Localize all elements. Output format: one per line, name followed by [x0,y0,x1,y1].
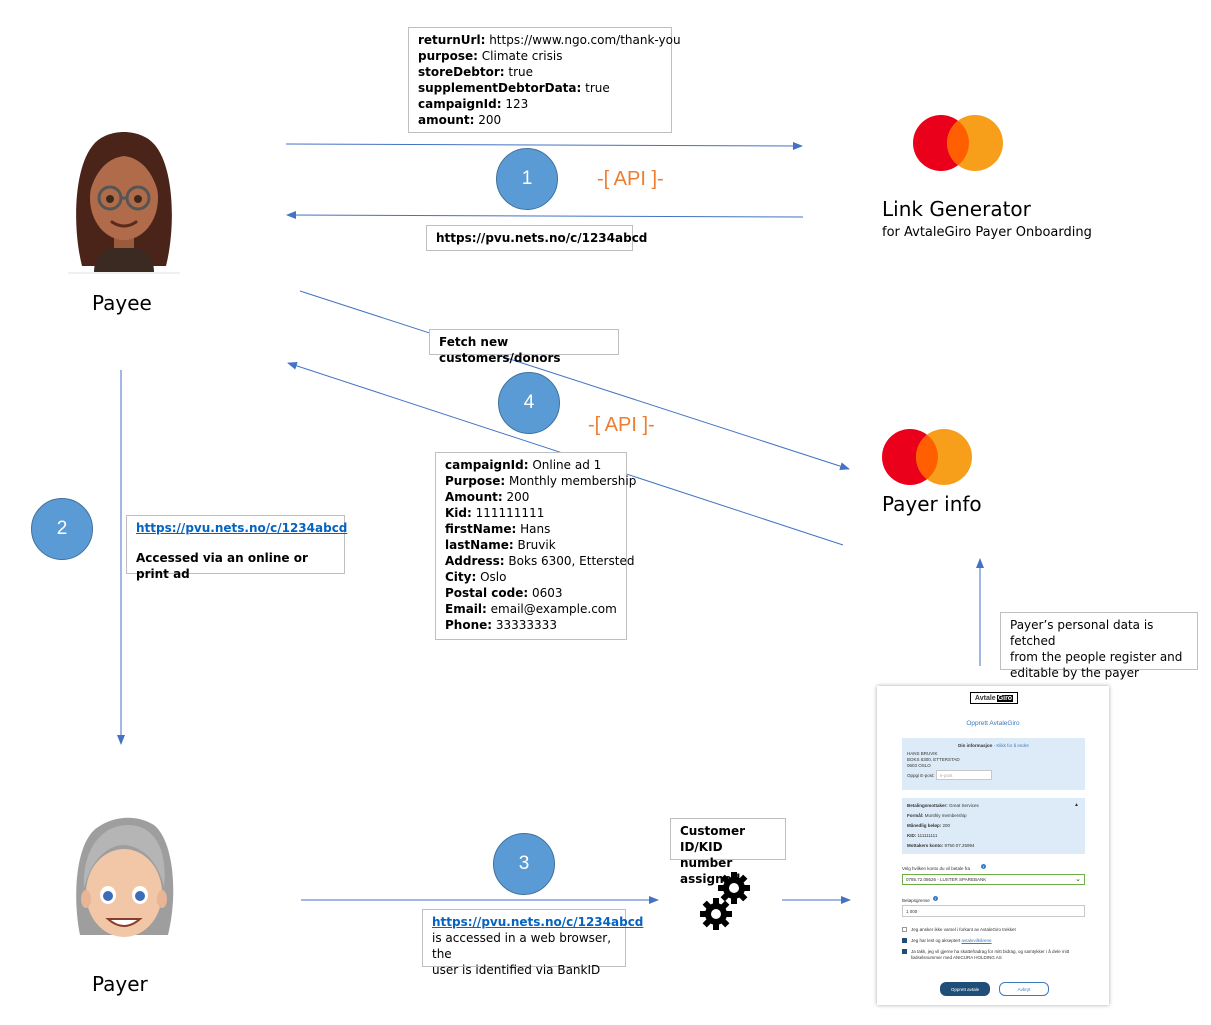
info-name: HANS BRUVIK [907,751,938,756]
form-title: Opprett AvtaleGiro [966,720,1020,727]
chevron-up-icon[interactable]: ▲ [1074,802,1079,808]
payer-info-title: Payer info [882,492,982,516]
arrow-request [285,141,803,150]
payer-data-row: firstName: Hans [445,522,551,536]
request-row: campaignId: 123 [418,97,529,111]
step-1-circle: 1 [496,148,558,210]
checkbox-terms[interactable] [902,938,907,943]
fetch-text: Fetch new customers/donors [439,335,561,365]
browser-link[interactable]: https://pvu.nets.no/c/1234abcd [432,915,644,929]
payer-data-row: Kid: 111111111 [445,506,545,520]
payer-memoji [76,817,174,937]
account-select-value: 0785.72.08626 - LUSTER SPAREBANK [906,877,987,882]
mastercard-logo [913,115,1003,171]
info-hint: - Klikk for å endre [992,743,1029,748]
info-icon[interactable]: i [933,896,938,901]
ad-link[interactable]: https://pvu.nets.no/c/1234abcd [136,521,348,535]
payer-data-row: Phone: 33333333 [445,618,557,632]
personal-data-box: Payer’s personal data is fetched from th… [1000,612,1198,680]
personal-data-line: from the people register and [1010,650,1183,664]
fetch-box: Fetch new customers/donors [429,329,619,365]
payer-data-row: City: Oslo [445,570,507,584]
recipient-label: Betalingsmottaker: [907,803,948,808]
kid-value: 111111111 [916,833,938,838]
browser-line: user is identified via BankID [432,963,601,977]
chevron-down-icon: ⌄ [1075,876,1081,883]
step-2-circle: 2 [31,498,93,560]
recipient-panel[interactable]: Betalingsmottaker: Great Services ▲ Form… [902,798,1085,854]
request-row: purpose: Climate crisis [418,49,563,63]
info-icon[interactable]: i [981,864,986,869]
account-label: Mottakers konto: [907,843,944,848]
api-label-1: -[ API ]- [597,168,664,190]
arrow-link-response [286,211,804,220]
payee-memoji [68,132,180,274]
info-panel[interactable]: Din informasjon - Klikk for å endre HANS… [902,738,1085,790]
email-label: Oppgi E-post: [907,773,935,778]
info-header: Din informasjon [958,743,993,748]
kid-label: KID: [907,833,917,838]
ad-text: Accessed via an online or print ad [136,551,308,581]
create-agreement-button[interactable]: Opprett avtale [940,982,990,996]
checkbox-no-notice[interactable] [902,927,907,932]
mastercard-logo [882,429,972,485]
generated-link-box: https://pvu.nets.no/c/1234abcd [426,225,647,251]
limit-label: Beløpsgrense [902,898,930,903]
payer-data-box: campaignId: Online ad 1 Purpose: Monthly… [435,452,637,640]
arrow-fetch [299,290,850,471]
payer-data-row: campaignId: Online ad 1 [445,458,602,472]
amount-label: Månedlig beløp: [907,823,942,828]
request-row: amount: 200 [418,113,502,127]
purpose-value: Monthly membership [923,813,967,818]
link-generator-title: Link Generator [882,197,1031,221]
recipient-value: Great Services [947,803,979,808]
payer-data-row: Email: email@example.com [445,602,617,616]
request-row: storeDebtor: true [418,65,534,79]
info-city: 0603 OSLO [907,763,931,768]
request-row: supplementDebtorData: true [418,81,610,95]
payer-data-row: lastName: Bruvik [445,538,556,552]
payer-data-row: Address: Boks 6300, Ettersted [445,554,635,568]
payer-data-row: Purpose: Monthly membership [445,474,637,488]
request-row: returnUrl: https://www.ngo.com/thank-you [418,33,681,47]
limit-input[interactable]: 1 000 [902,905,1085,917]
payer-label: Payer [92,972,148,996]
info-address: BOKS 6300, ETTERSTAD [907,757,960,762]
account-value: 9750.07.25994 [943,843,975,848]
checkbox-terms-label: Jeg har lest og akseptert [911,938,962,943]
personal-data-line: Payer’s personal data is fetched [1010,618,1154,648]
browser-box: https://pvu.nets.no/c/1234abcd is access… [422,909,643,977]
step-4-circle: 4 [498,372,560,434]
link-generator-subtitle: for AvtaleGiro Payer Onboarding [882,225,1092,240]
checkbox-tax-label-2: fødselsnummer med ANICURA HOLDING AS [911,955,1002,960]
purpose-label: Formål: [907,813,924,818]
select-label: Velg hvilken konto du vil betale fra [902,866,971,871]
payer-data-row: Postal code: 0603 [445,586,563,600]
cancel-button[interactable]: Avbryt [999,982,1049,996]
checkbox-no-notice-label: Jeg ønsker ikke varsel i forkant av Avta… [911,927,1016,932]
payee-label: Payee [92,291,152,315]
checkbox-tax-label: Ja takk, jeg vil gjerne ha skattefradrag… [911,949,1070,954]
generated-link-text: https://pvu.nets.no/c/1234abcd [436,231,648,245]
amount-value: 200 [941,823,951,828]
personal-data-line: editable by the payer [1010,666,1139,680]
email-input[interactable]: e-post [936,770,992,780]
step-3-circle: 3 [493,833,555,895]
gears-icon [700,872,750,930]
ad-box: https://pvu.nets.no/c/1234abcd Accessed … [126,515,348,581]
terms-link[interactable]: avtalevilkårene [961,938,992,943]
payer-data-row: Amount: 200 [445,490,530,504]
kid-box: Customer ID/KID number assigned [670,818,786,886]
browser-line: is accessed in a web browser, the [432,931,612,961]
checkbox-tax[interactable] [902,949,907,954]
api-label-4: -[ API ]- [588,414,655,436]
account-select[interactable]: 0785.72.08626 - LUSTER SPAREBANK ⌄ [902,874,1085,885]
request-parameters-box: returnUrl: https://www.ngo.com/thank-you… [408,27,681,133]
kid-line: Customer ID/KID [680,824,746,854]
